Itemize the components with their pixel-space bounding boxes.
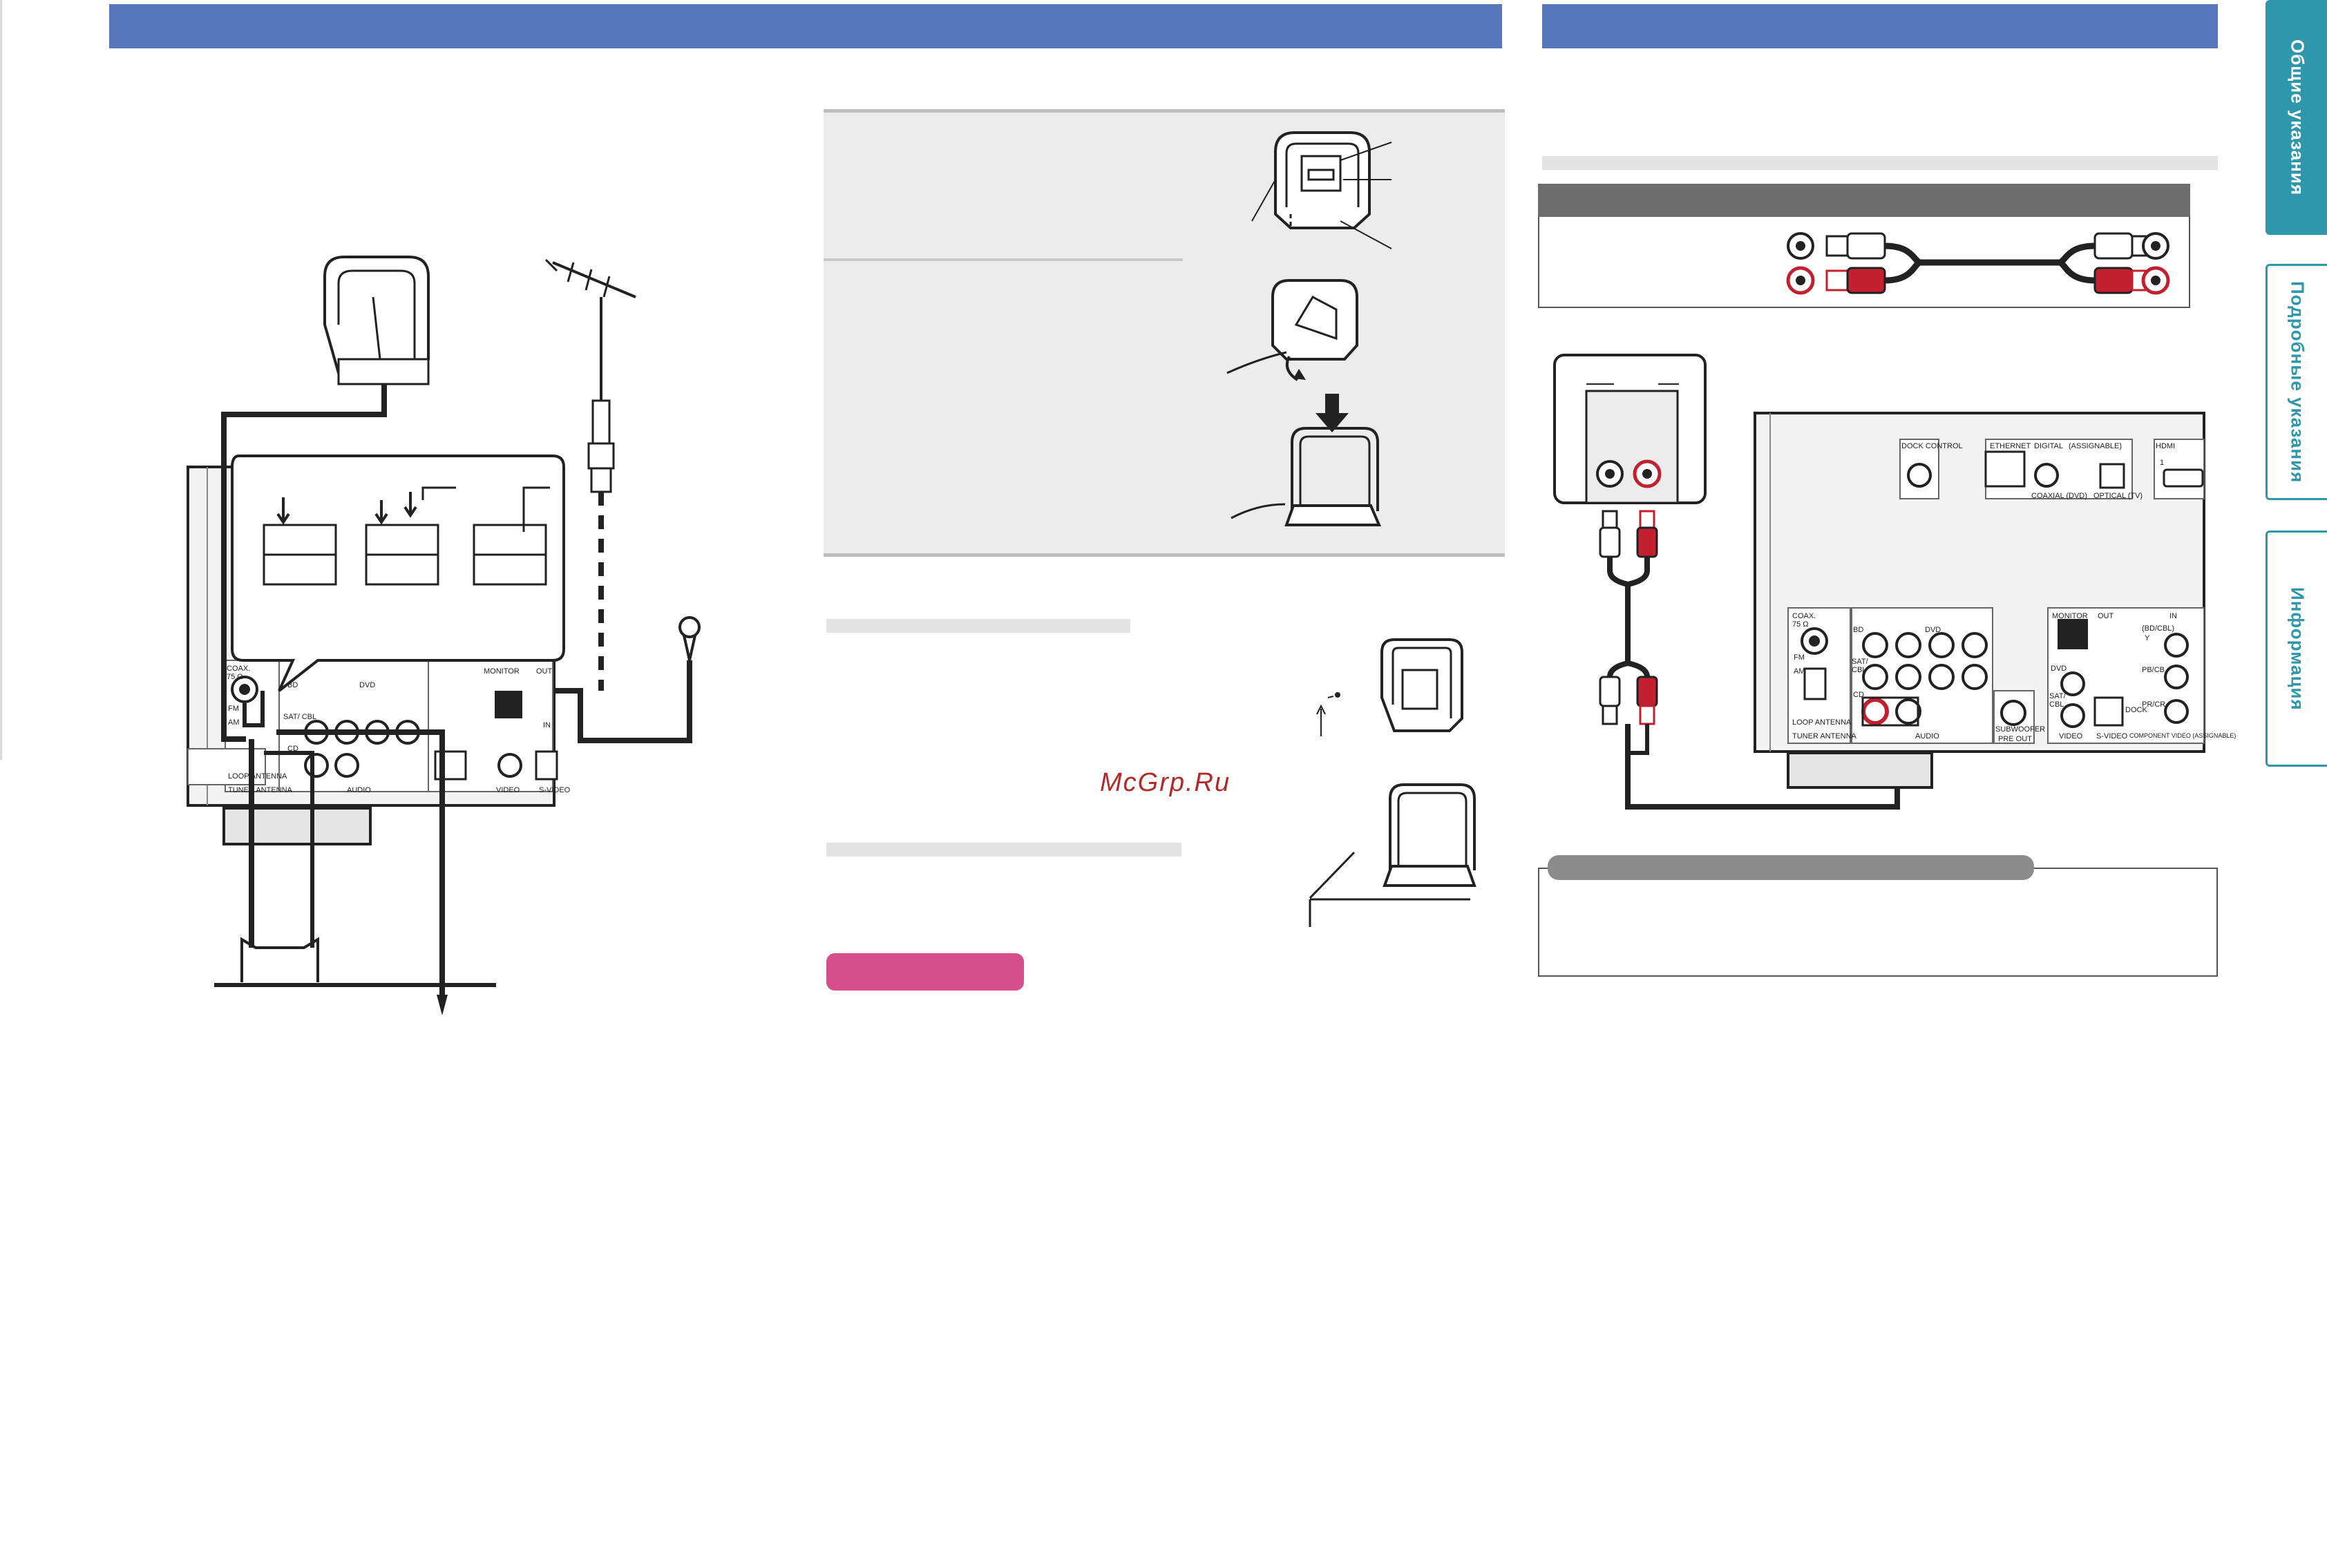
tab-detailed[interactable]: Подробные указания (2266, 264, 2327, 500)
cable-table-header (1538, 184, 2190, 217)
right-tuner-antenna-label: TUNER ANTENNA (1792, 732, 1856, 740)
left-section-header-bar-2 (811, 4, 1502, 48)
right-video-label: VIDEO (2059, 732, 2083, 740)
left-coax-label: COAX. 75 Ω (227, 665, 251, 681)
right-one-label: 1 (2160, 459, 2165, 467)
right-loop-antenna-label: LOOP ANTENNA (1792, 718, 1852, 727)
left-tuner-antenna-label: TUNER ANTENNA (228, 786, 292, 794)
right-monitor-label: MONITOR (2052, 612, 2088, 620)
right-component-label: COMPONENT VIDEO (ASSIGNABLE) (2129, 732, 2236, 739)
right-subwoofer-label: SUBWOOFER (1995, 725, 2046, 734)
watermark-text: McGrp.Ru (1100, 768, 1231, 797)
left-am-label: AM (228, 718, 240, 727)
right-assignable-label: (ASSIGNABLE) (2069, 442, 2122, 450)
tab-general-label: Общие указания (2287, 39, 2308, 196)
right-pre-out-label: PRE OUT (1998, 735, 2032, 743)
left-in-label: IN (543, 721, 551, 729)
left-out-label: OUT (536, 667, 553, 676)
right-pr-cr-label: PR/CR (2142, 700, 2166, 709)
placement-title-strip-2 (826, 843, 1181, 857)
right-ethernet-label: ETHERNET (1990, 442, 2031, 450)
am-loop-antenna-icon (323, 256, 430, 385)
right-pb-cb-label: PB/CB (2142, 666, 2165, 674)
right-hdmi-label: HDMI (2156, 442, 2176, 450)
page-left-edge (0, 0, 2, 760)
left-dvd-label: DVD (359, 681, 376, 689)
left-section-header-bar (109, 4, 811, 48)
fm-outdoor-antenna-icon (544, 258, 636, 691)
left-cd-label: CD (287, 745, 298, 753)
left-loop-antenna-label: LOOP ANTENNA (228, 772, 287, 781)
left-monitor-label: MONITOR (484, 667, 520, 676)
cd-connection-diagram (1553, 354, 2205, 810)
right-digital-label: DIGITAL (2034, 442, 2063, 450)
right-dock-control-label: DOCK CONTROL (1901, 442, 1963, 450)
right-coaxial-label: COAXIAL (DVD) (2031, 492, 2087, 500)
right-title-strip (1542, 156, 2218, 170)
right-s-video-label: S-VIDEO (2096, 732, 2128, 740)
note-box-header (1548, 855, 2034, 880)
right-bd-cbl-label: (BD/CBL) (2142, 624, 2175, 633)
loop-antenna-assembly-steps (1226, 131, 1476, 927)
right-sat-cbl-label: SAT/ CBL (1852, 658, 1868, 674)
right-audio-label: AUDIO (1915, 732, 1939, 740)
tab-information[interactable]: Информация (2266, 530, 2327, 767)
right-section-header-bar (1542, 4, 2218, 48)
left-bd-label: BD (287, 681, 298, 689)
placement-title-strip-1 (826, 619, 1130, 633)
right-dvd-video-label: DVD (2051, 665, 2067, 673)
pink-note-badge (826, 953, 1024, 991)
left-s-video-label: S-VIDEO (539, 786, 571, 794)
right-dvd-label: DVD (1925, 626, 1941, 634)
tab-information-label: Информация (2287, 586, 2308, 711)
right-coax-label: COAX. 75 Ω (1792, 612, 1816, 629)
left-sat-cbl-label: SAT/ CBL (283, 713, 317, 721)
left-audio-label: AUDIO (347, 786, 371, 794)
right-fm-label: FM (1794, 653, 1805, 662)
right-optical-label: OPTICAL (TV) (2093, 492, 2143, 500)
right-am-label: AM (1794, 667, 1805, 676)
right-dock-label: DOCK (2125, 706, 2147, 714)
left-fm-label: FM (228, 705, 239, 713)
panel-divider (824, 258, 1183, 261)
right-in-label: IN (2169, 612, 2177, 620)
right-y-label: Y (2145, 634, 2150, 642)
right-sat-cbl-video-label: SAT/ CBL (2049, 692, 2066, 709)
antenna-connection-diagram (187, 256, 701, 1015)
right-out-label: OUT (2098, 612, 2114, 620)
tab-detailed-label: Подробные указания (2287, 280, 2308, 484)
antenna-assembly-panel (824, 109, 1505, 557)
tab-general[interactable]: Общие указания (2266, 0, 2327, 235)
left-video-label: VIDEO (496, 786, 520, 794)
right-bd-label: BD (1853, 626, 1864, 634)
right-cd-label: CD (1853, 691, 1864, 699)
